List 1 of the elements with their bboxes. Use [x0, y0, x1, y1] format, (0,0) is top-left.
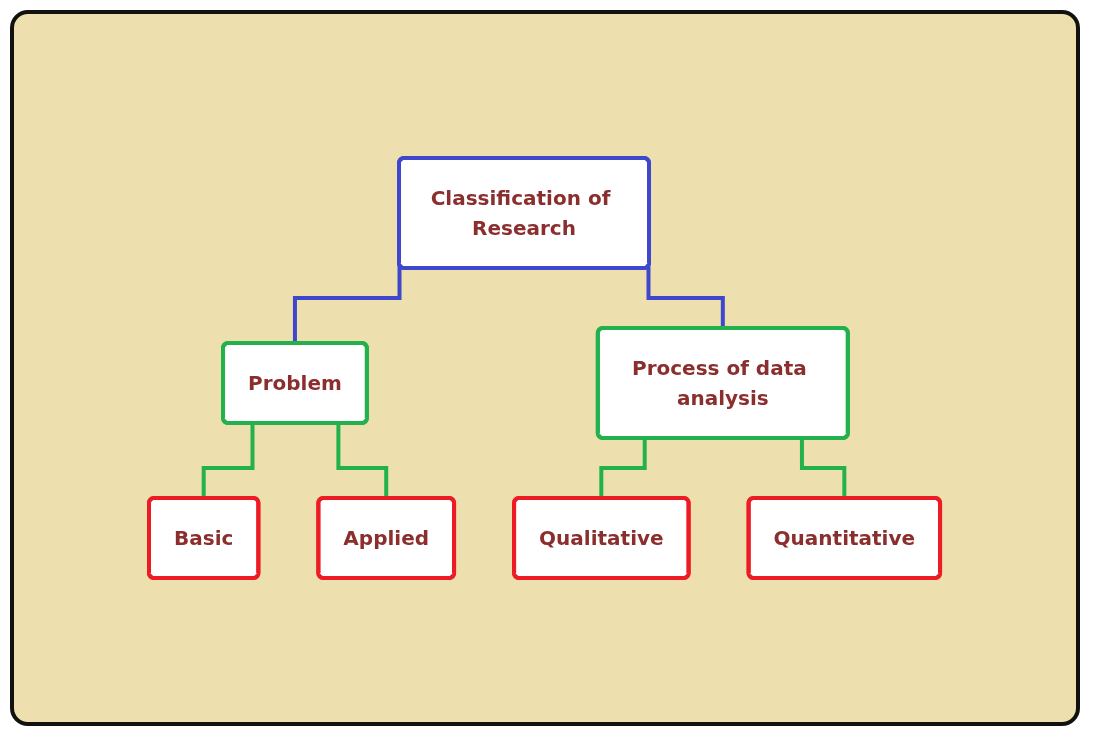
- panel-background: Classification of Research Problem Process of data analysis Basic Applied Qualitative Quantitative: [10, 10, 1080, 726]
